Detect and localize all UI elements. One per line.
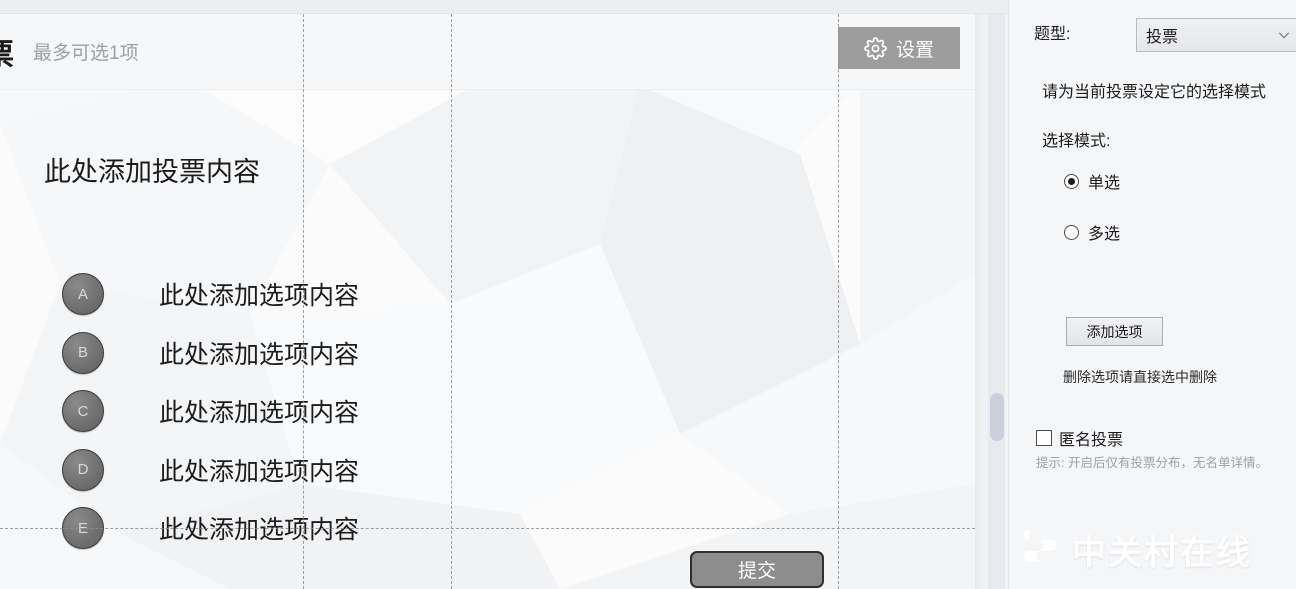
anonymous-vote-label: 匿名投票 (1059, 432, 1124, 449)
mode-description: 请为当前投票设定它的选择模式 (1042, 84, 1267, 101)
chevron-down-icon (1279, 32, 1289, 39)
option-bullet: C (62, 390, 104, 433)
option-row[interactable]: D 此处添加选项内容 (62, 441, 359, 500)
slide-header-band: 票 最多可选1项 设置 (0, 14, 975, 90)
question-type-row: 题型: (1034, 20, 1296, 44)
settings-button-label: 设置 (895, 39, 934, 61)
poll-question-placeholder[interactable]: 此处添加投票内容 (44, 157, 260, 187)
page-title: 票 (0, 30, 15, 74)
radio-single-choice-label: 单选 (1088, 175, 1121, 192)
checkbox-unchecked-icon[interactable] (1036, 430, 1052, 446)
slide-canvas: 票 最多可选1项 设置 此处添加投票内容 A 此处添加选项内容 (0, 14, 975, 589)
guide-line-horizontal (0, 528, 975, 529)
selection-hint-label: 最多可选1项 (33, 43, 139, 64)
radio-selected-icon (1064, 173, 1079, 189)
option-bullet: B (62, 331, 104, 374)
option-text[interactable]: 此处添加选项内容 (159, 516, 360, 545)
window-top-strip (0, 0, 1008, 14)
settings-panel: 题型: 投票 请为当前投票设定它的选择模式 选择模式: 单选 多选 (1008, 0, 1296, 589)
radio-unselected-icon (1064, 224, 1079, 240)
option-row[interactable]: A 此处添加选项内容 (62, 265, 359, 324)
option-text[interactable]: 此处添加选项内容 (159, 399, 360, 428)
delete-option-hint: 删除选项请直接选中删除 (1063, 369, 1217, 385)
slide-stage: 票 最多可选1项 设置 此处添加投票内容 A 此处添加选项内容 (0, 0, 1008, 589)
anonymous-vote-tip: 提示: 开启后仅有投票分布，无名单详情。 (1036, 456, 1268, 470)
question-type-select[interactable]: 投票 (1136, 18, 1296, 52)
option-row[interactable]: B 此处添加选项内容 (62, 324, 359, 383)
radio-multiple-choice-label: 多选 (1088, 226, 1121, 243)
radio-multiple-choice[interactable]: 多选 (1064, 220, 1120, 244)
selection-mode-label: 选择模式: (1042, 133, 1111, 150)
option-text[interactable]: 此处添加选项内容 (159, 340, 360, 369)
vertical-scrollbar-track[interactable] (988, 14, 1005, 589)
option-row[interactable]: C 此处添加选项内容 (62, 382, 359, 441)
radio-single-choice[interactable]: 单选 (1064, 169, 1120, 193)
guide-line-vertical (451, 14, 452, 589)
question-type-value: 投票 (1146, 29, 1179, 46)
settings-button[interactable]: 设置 (838, 27, 960, 69)
question-type-label: 题型: (1034, 26, 1071, 43)
option-bullet: D (62, 448, 104, 491)
option-text[interactable]: 此处添加选项内容 (159, 282, 360, 311)
guide-line-vertical (303, 14, 304, 589)
guide-line-vertical (838, 14, 839, 589)
anonymous-vote-checkbox-row[interactable]: 匿名投票 (1036, 426, 1123, 450)
background-polygon-pattern (0, 14, 975, 589)
add-option-button[interactable]: 添加选项 (1066, 317, 1163, 346)
gear-icon (864, 36, 887, 60)
vertical-scrollbar-thumb[interactable] (990, 393, 1004, 441)
option-list: A 此处添加选项内容 B 此处添加选项内容 C 此处添加选项内容 D 此处添加选… (62, 265, 359, 558)
option-text[interactable]: 此处添加选项内容 (159, 457, 360, 486)
submit-button[interactable]: 提交 (690, 551, 824, 588)
option-bullet: A (62, 273, 104, 316)
